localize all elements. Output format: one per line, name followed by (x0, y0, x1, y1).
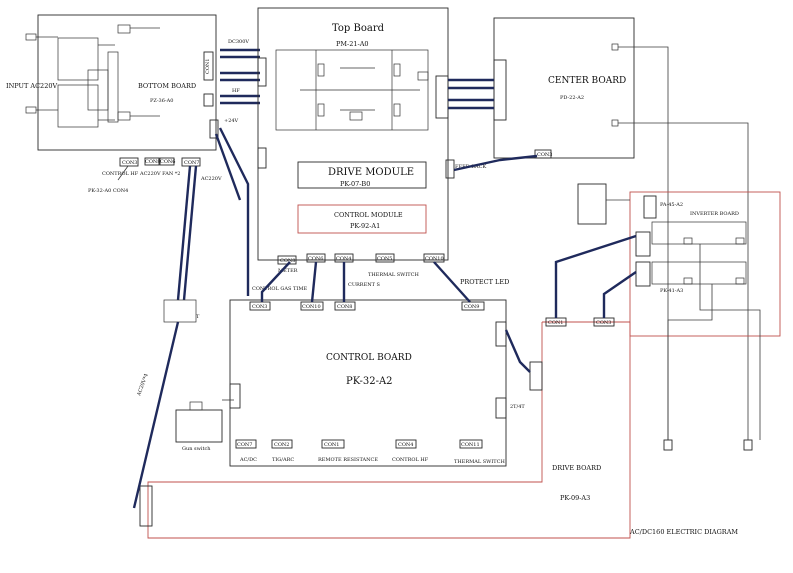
center-board: CENTER BOARD PD-22-A2 CON3 FEED BACK (448, 17, 749, 440)
svg-text:T: T (196, 314, 200, 320)
svg-text:+24V: +24V (224, 118, 239, 124)
inverter-title: INVERTER BOARD (690, 211, 739, 217)
center-board-title: CENTER BOARD (548, 76, 626, 86)
top-board-title: Top Board (332, 23, 385, 34)
control-board-code: PK-32-A2 (346, 376, 393, 387)
control-board-title: CONTROL BOARD (326, 353, 412, 363)
svg-text:CONTROL HF: CONTROL HF (102, 171, 139, 177)
bottom-board-code: PZ-36-A0 (150, 98, 173, 104)
diagram-title: AC/DC160 ELECTRIC DIAGRAM (629, 528, 738, 536)
svg-text:CURRENT S: CURRENT S (348, 282, 381, 288)
svg-text:REMOTE RESISTANCE: REMOTE RESISTANCE (318, 457, 378, 463)
svg-text:CON8: CON8 (280, 258, 295, 264)
svg-text:PA-45-A2: PA-45-A2 (660, 202, 683, 208)
input-label: INPUT AC220V (6, 82, 57, 90)
drive-board: CON1 CON3 DRIVE BOARD PK-09-A3 (139, 317, 631, 539)
svg-text:THERMAL SWITCH: THERMAL SWITCH (454, 459, 505, 465)
inverter-board: INVERTER BOARD PA-45-A2 PK-41-A3 (577, 183, 781, 451)
svg-text:HF: HF (232, 88, 240, 94)
gun-switch: Gun switch (175, 399, 234, 452)
top-board: Top Board PM-21-A0 DRIVE MODULE PK-07-B0… (257, 7, 455, 278)
svg-text:CON9: CON9 (464, 304, 479, 310)
bottom-board-title: BOTTOM BOARD (138, 82, 196, 90)
svg-text:AC/DC: AC/DC (239, 457, 257, 463)
svg-text:2T/4T: 2T/4T (510, 404, 525, 410)
drive-module-title: DRIVE MODULE (328, 167, 414, 178)
svg-text:PROTECT LED: PROTECT LED (460, 278, 509, 286)
svg-text:AC220V: AC220V (200, 176, 222, 182)
svg-text:THERMAL SWITCH: THERMAL SWITCH (368, 272, 419, 278)
svg-text:CON1: CON1 (324, 442, 339, 448)
svg-text:CON6: CON6 (308, 256, 323, 262)
svg-text:CON7: CON7 (237, 442, 252, 448)
svg-text:CON2: CON2 (274, 442, 289, 448)
bottom-board: BOTTOM BOARD PZ-36-A0 CON3 CON8 CON6 CON… (37, 14, 222, 194)
svg-text:CON1: CON1 (548, 320, 563, 326)
svg-text:DC300V: DC300V (228, 39, 249, 45)
svg-text:CON11: CON11 (461, 442, 480, 448)
svg-text:CON5: CON5 (377, 256, 392, 262)
svg-text:CON3: CON3 (596, 320, 611, 326)
center-board-code: PD-22-A2 (560, 95, 584, 101)
drive-board-code: PK-09-A3 (560, 494, 590, 502)
control-module-code: PK-92-A1 (350, 222, 380, 230)
svg-text:CON3: CON3 (122, 160, 137, 166)
svg-text:CON6: CON6 (160, 159, 175, 165)
svg-text:Gun switch: Gun switch (182, 446, 211, 452)
svg-text:CON3: CON3 (252, 304, 267, 310)
svg-text:METER: METER (278, 268, 298, 274)
svg-text:CON10: CON10 (302, 304, 321, 310)
svg-text:CON4: CON4 (398, 442, 413, 448)
svg-text:CONTROL HF: CONTROL HF (392, 457, 429, 463)
svg-text:PK-41-A3: PK-41-A3 (660, 288, 683, 294)
control-module-title: CONTROL MODULE (334, 211, 403, 219)
top-board-code: PM-21-A0 (336, 40, 369, 48)
svg-text:CON7: CON7 (184, 160, 199, 166)
svg-text:CON10: CON10 (425, 256, 444, 262)
svg-text:CON3: CON3 (537, 152, 552, 158)
svg-text:CON1: CON1 (205, 59, 211, 74)
svg-text:AC20V*4: AC20V*4 (136, 373, 150, 398)
svg-text:CON8: CON8 (145, 159, 160, 165)
drive-module-code: PK-07-B0 (340, 180, 370, 188)
drive-board-title: DRIVE BOARD (552, 464, 601, 472)
svg-text:TIG/ARC: TIG/ARC (272, 457, 294, 463)
svg-text:CONTROL GAS TIME: CONTROL GAS TIME (252, 286, 307, 292)
svg-text:CON4: CON4 (336, 256, 351, 262)
bottom-top-connectors: CON1 DC300V HF +24V (203, 39, 260, 139)
svg-text:AC220V FAN *2: AC220V FAN *2 (139, 171, 180, 177)
svg-text:PK-32-A0 CON4: PK-32-A0 CON4 (88, 188, 128, 194)
control-board: CONTROL BOARD PK-32-A2 CON3 CON10 CON8 C… (229, 278, 525, 467)
svg-text:CON8: CON8 (337, 304, 352, 310)
input-section: INPUT AC220V (6, 33, 58, 114)
